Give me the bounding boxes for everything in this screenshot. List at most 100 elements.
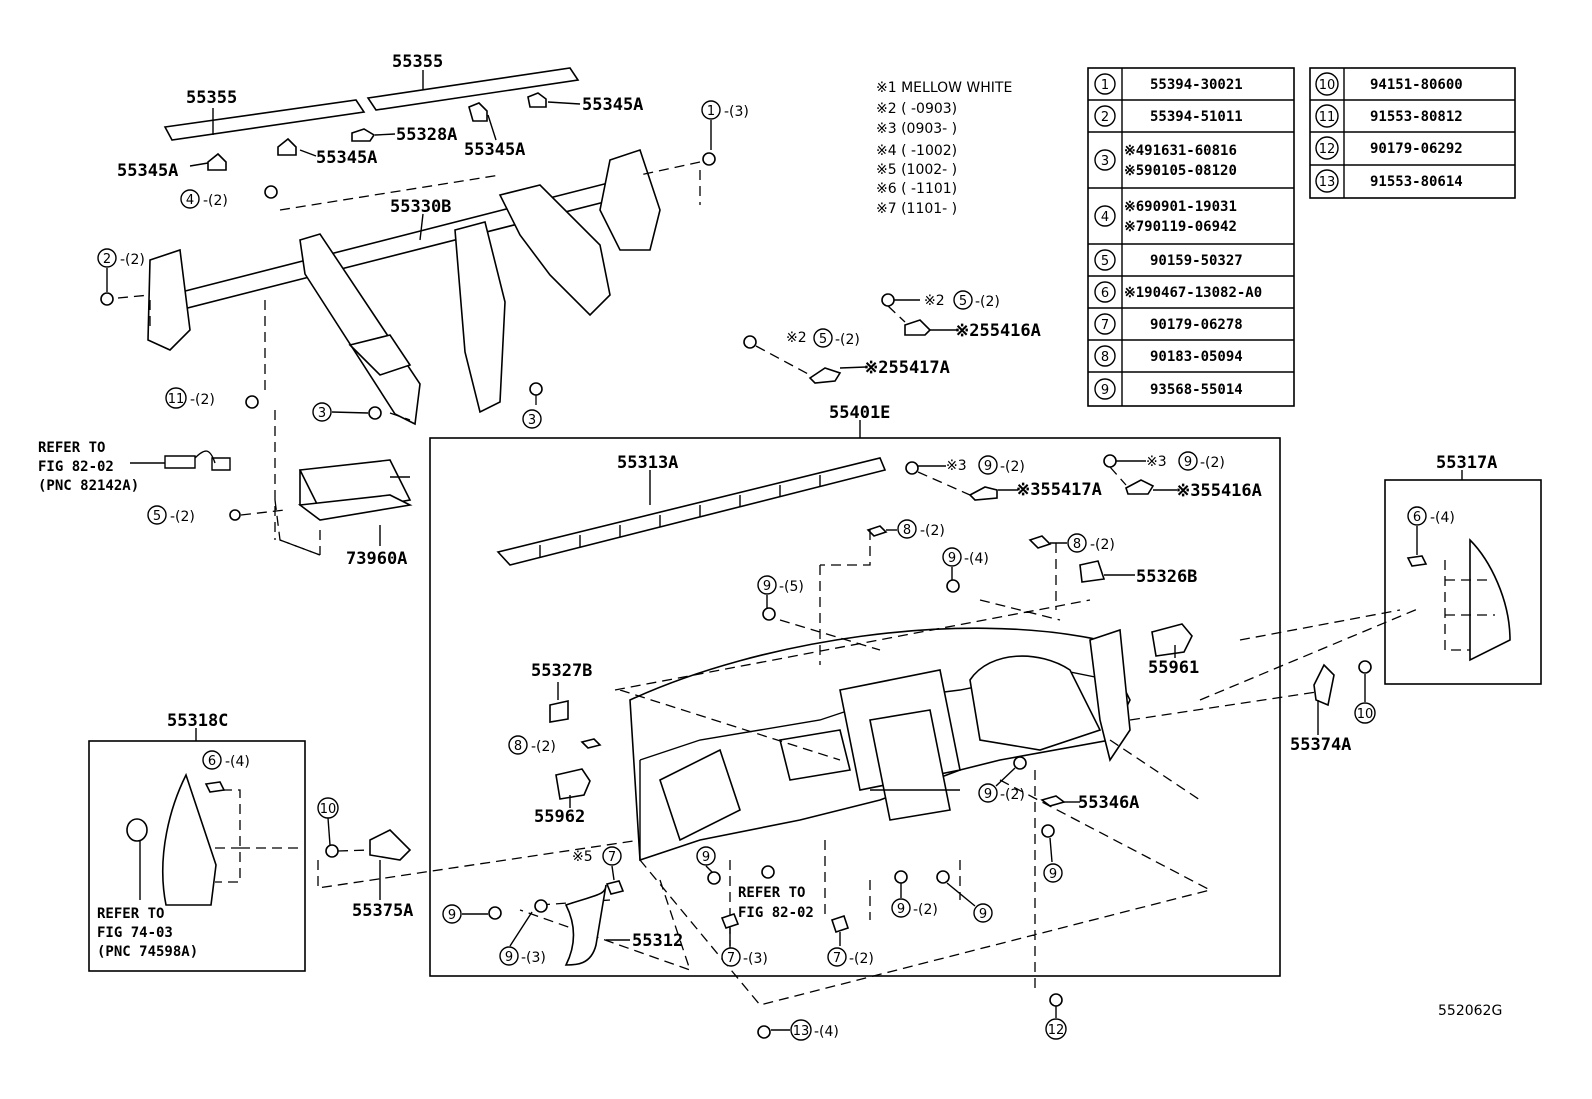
svg-text:※2 ( -0903): ※2 ( -0903) xyxy=(876,101,957,117)
callout-3b: 3 xyxy=(522,409,542,429)
side-cover-group-left xyxy=(88,740,306,972)
callout-7b: 7 -(3) xyxy=(720,913,768,967)
svg-text:-(3): -(3) xyxy=(521,950,546,966)
bolt-icon xyxy=(100,152,716,420)
label-55416a-mid: ※355416A xyxy=(1176,481,1262,501)
svg-text:9: 9 xyxy=(763,579,771,594)
svg-text:90179-06292: 90179-06292 xyxy=(1370,141,1463,157)
svg-text:3: 3 xyxy=(318,406,326,421)
svg-text:※190467-13082-A0: ※190467-13082-A0 xyxy=(1124,285,1262,301)
svg-text:1: 1 xyxy=(707,104,715,119)
svg-text:-(2): -(2) xyxy=(1000,459,1025,475)
svg-text:-(2): -(2) xyxy=(975,294,1000,310)
label-55345a-3: 55345A xyxy=(464,140,525,160)
defroster-panel-55313a xyxy=(496,457,887,566)
svg-text:-(2): -(2) xyxy=(190,392,215,408)
svg-text:FIG 74-03: FIG 74-03 xyxy=(97,925,173,941)
callout-9h: 9 xyxy=(696,846,721,885)
label-55313a: 55313A xyxy=(617,453,678,473)
svg-text:-(2): -(2) xyxy=(120,252,145,268)
diagram-code: 552062G xyxy=(1438,1003,1502,1019)
bracket-55375a xyxy=(369,829,412,900)
svg-text:9: 9 xyxy=(1184,455,1192,470)
svg-text:※491631-60816: ※491631-60816 xyxy=(1124,143,1237,159)
bracket-55417a-top xyxy=(743,335,867,384)
label-55327b: 55327B xyxy=(531,661,592,681)
svg-text:REFER TO: REFER TO xyxy=(738,885,805,901)
label-55355-left: 55355 xyxy=(186,88,237,108)
svg-text:7: 7 xyxy=(1101,318,1109,333)
label-55326b: 55326B xyxy=(1136,567,1197,587)
callout-2: 2 -(2) xyxy=(97,248,145,292)
airbag-73960a xyxy=(297,459,413,521)
svg-text:90183-05094: 90183-05094 xyxy=(1150,349,1243,365)
svg-text:9: 9 xyxy=(984,787,992,802)
svg-text:4: 4 xyxy=(186,193,194,208)
label-55401e: 55401E xyxy=(829,403,890,423)
svg-text:※3: ※3 xyxy=(946,458,967,474)
bracket-55327b xyxy=(549,682,569,723)
svg-text:10: 10 xyxy=(320,802,337,817)
callout-10a: 10 xyxy=(1354,660,1376,724)
svg-text:12: 12 xyxy=(1319,142,1336,157)
callout-6a: 6 -(4) xyxy=(1406,506,1455,567)
callout-7a: ※5 7 xyxy=(572,846,625,895)
svg-text:93568-55014: 93568-55014 xyxy=(1150,382,1243,398)
svg-text:REFER TO: REFER TO xyxy=(97,906,164,922)
svg-text:※7 (1101- ): ※7 (1101- ) xyxy=(876,201,957,217)
bracket-55374a xyxy=(1313,663,1335,735)
reference-note-82142a: REFER TO FIG 82-02 (PNC 82142A) xyxy=(38,440,231,494)
clip-icon xyxy=(207,92,547,171)
label-55312: 55312 xyxy=(632,931,683,951)
trim-strip-55355-left xyxy=(163,99,366,141)
svg-text:13: 13 xyxy=(793,1024,810,1039)
svg-text:2: 2 xyxy=(103,252,111,267)
instrument-panel-body xyxy=(629,627,1131,862)
svg-text:-(3): -(3) xyxy=(743,951,768,967)
callout-13: 13 -(4) xyxy=(757,1019,839,1041)
svg-text:8: 8 xyxy=(1073,537,1081,552)
label-55328a: 55328A xyxy=(396,125,457,145)
svg-text:55394-30021: 55394-30021 xyxy=(1150,77,1243,93)
svg-text:-(4): -(4) xyxy=(225,754,250,770)
svg-text:11: 11 xyxy=(1319,110,1336,125)
side-cover-group-right xyxy=(1384,479,1542,685)
trim-strip-55355-right xyxy=(366,67,580,111)
label-55317a: 55317A xyxy=(1436,453,1497,473)
callout-8a: 8 -(2) xyxy=(866,519,945,539)
callout-9f: 9 xyxy=(1041,824,1063,883)
callout-5a: 5 -(2) xyxy=(147,505,286,525)
svg-text:94151-80600: 94151-80600 xyxy=(1370,77,1463,93)
svg-text:5: 5 xyxy=(1101,254,1109,269)
clip-55346a xyxy=(1040,795,1080,807)
svg-text:9: 9 xyxy=(702,850,710,865)
svg-text:9: 9 xyxy=(897,902,905,917)
svg-text:2: 2 xyxy=(1101,110,1109,125)
svg-text:※3 (0903- ): ※3 (0903- ) xyxy=(876,121,957,137)
callout-7c: 7 -(2) xyxy=(827,914,874,967)
svg-text:91553-80614: 91553-80614 xyxy=(1370,174,1463,190)
svg-text:-(2): -(2) xyxy=(1200,455,1225,471)
svg-text:REFER TO: REFER TO xyxy=(38,440,105,456)
callout-10b: 10 xyxy=(317,797,339,858)
svg-text:91553-80812: 91553-80812 xyxy=(1370,109,1463,125)
label-55374a: 55374A xyxy=(1290,735,1351,755)
label-55355-right: 55355 xyxy=(392,52,443,72)
svg-text:-(4): -(4) xyxy=(814,1024,839,1040)
svg-text:5: 5 xyxy=(959,294,967,309)
svg-text:※1 MELLOW WHITE: ※1 MELLOW WHITE xyxy=(876,80,1012,96)
reinforcement-beam-55330b xyxy=(147,148,661,426)
switch-base-55961 xyxy=(1151,623,1193,658)
label-55417a-mid: ※355417A xyxy=(1016,480,1102,500)
svg-text:10: 10 xyxy=(1357,707,1374,722)
svg-text:8: 8 xyxy=(514,739,522,754)
callout-9j: 9 -(2) xyxy=(891,870,938,918)
label-55330b: 55330B xyxy=(390,197,451,217)
svg-text:5: 5 xyxy=(819,332,827,347)
svg-text:※2: ※2 xyxy=(786,330,807,346)
label-55318c: 55318C xyxy=(167,711,228,731)
label-55346a: 55346A xyxy=(1078,793,1139,813)
svg-text:-(2): -(2) xyxy=(920,523,945,539)
svg-text:90179-06278: 90179-06278 xyxy=(1150,317,1243,333)
